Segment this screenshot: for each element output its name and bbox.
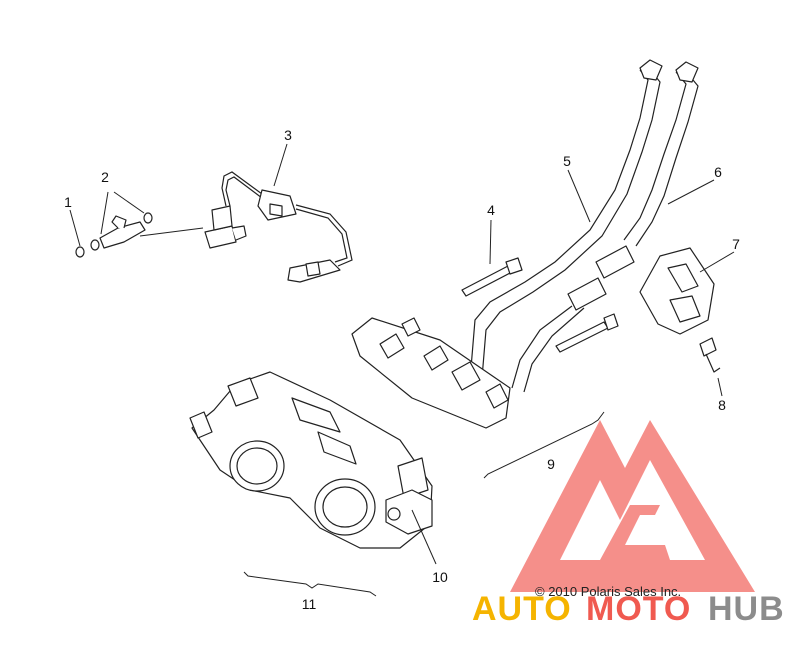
automotohub-watermark: AUTO MOTO HUB	[472, 590, 785, 628]
watermark-moto: MOTO	[586, 590, 691, 628]
part-10-throttle-position-sensor	[385, 489, 437, 565]
copyright-notice: © 2010 Polaris Sales Inc.	[535, 584, 681, 599]
callout-4: 4	[487, 202, 495, 218]
part-3-injector-harness	[204, 143, 353, 283]
logo-triangle	[510, 420, 755, 592]
part-4-bolt-second	[555, 313, 619, 353]
callout-2: 2	[101, 169, 109, 185]
callout-5: 5	[563, 153, 571, 169]
watermark-hub: HUB	[708, 590, 785, 628]
callout-9: 9	[547, 456, 555, 472]
logo-inner-g	[600, 505, 670, 560]
part-11-throttle-body	[189, 371, 433, 597]
part-2-injector-seal-kit	[90, 191, 204, 251]
callout-7: 7	[732, 236, 740, 252]
part-7-bracket	[639, 247, 735, 335]
callout-8: 8	[718, 397, 726, 413]
automotohub-logo	[510, 420, 755, 592]
part-1-washer	[69, 209, 85, 258]
fuel-rail	[351, 317, 511, 429]
part-4-bolt	[461, 219, 523, 297]
callout-labels: 1 2 3 4 5 6 7 8 9 10 11	[64, 127, 740, 612]
callout-11: 11	[302, 596, 317, 612]
part-5-fuel-hose	[469, 59, 663, 381]
part-8-screw	[699, 337, 723, 397]
callout-6: 6	[714, 164, 722, 180]
watermark-auto: AUTO	[472, 590, 572, 628]
part-6-fuel-hose	[511, 61, 715, 393]
part-9-group-bracket	[483, 411, 605, 479]
callout-10: 10	[432, 569, 448, 585]
callout-3: 3	[284, 127, 292, 143]
callout-1: 1	[64, 194, 72, 210]
